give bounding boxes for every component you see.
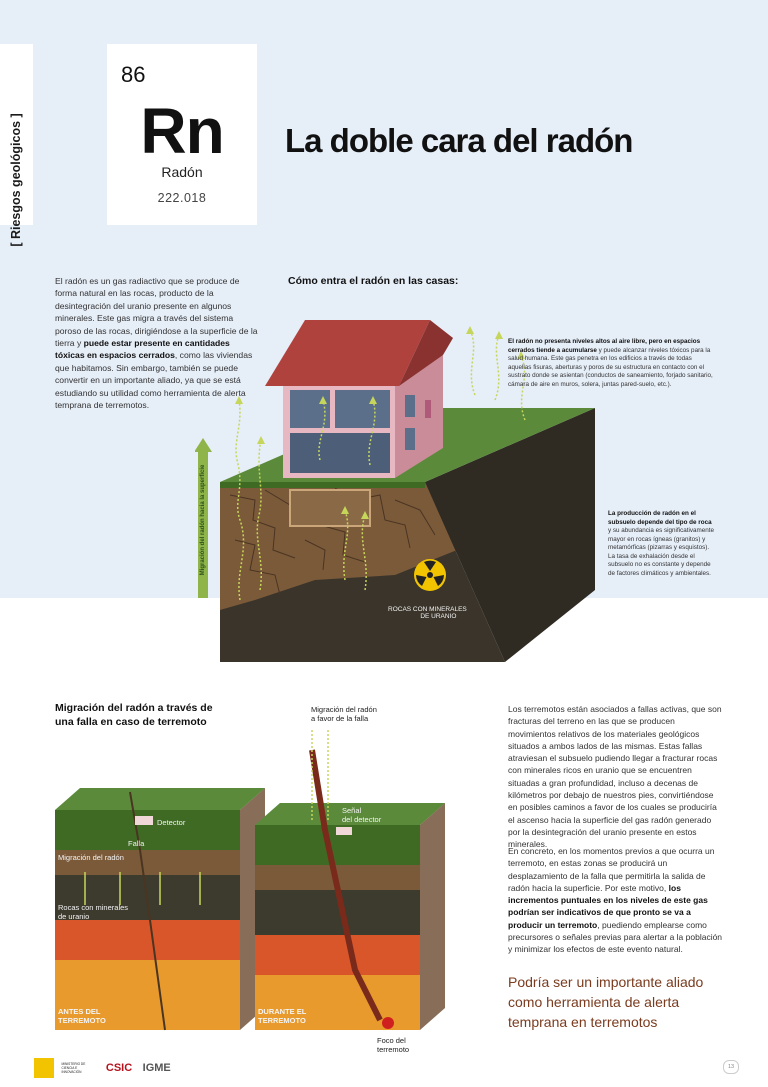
periodic-element-card: 86 Rn Radón 222.018 [107,44,257,225]
intro-text-bold: puede estar presente en cantidades tóxic… [55,338,230,361]
fault-label: Falla [128,839,145,848]
fault-top-label-2: a favor de la falla [311,714,369,723]
arrows-before [84,872,201,905]
fault-section-title: Migración del radón a través de una fall… [55,701,213,729]
cracked-rock-layer [220,482,457,610]
house-note-1-text: y puede alcanzar niveles tóxicos para la… [508,346,713,388]
body-p2-bold: los incrementos puntuales en los niveles… [508,882,708,930]
basement [289,489,371,527]
migration-vertical-label: Migración del radón hacia la superficie [200,464,206,576]
house-note-1-bold: El radón no presenta niveles altos al ai… [508,338,701,354]
house-section-title: Cómo entra el radón en las casas: [288,275,459,287]
before-label-1: ANTES DEL [58,1007,101,1016]
signal-label-2: del detector [342,815,382,824]
house-note-2-text: y su abundancia es significativamente ma… [608,527,715,577]
block-during [255,730,445,1030]
focus-label-1: Foco del [377,1036,406,1045]
igme-logo: IGME [142,1062,171,1074]
migration-arrow [198,450,208,598]
body-paragraph-1: Los terremotos están asociados a fallas … [508,704,722,850]
during-label: DURANTE EL TERREMOTO [258,1007,306,1025]
atomic-number: 86 [121,62,146,87]
intro-paragraph: El radón es un gas radiactivo que se pro… [55,275,260,411]
during-label-1: DURANTE EL [258,1007,307,1016]
soil-right [425,408,595,662]
fault-title-line-1: Migración del radón a través de [55,702,213,714]
fault-illustration [55,730,445,1031]
radiation-icon [414,559,446,591]
house-note-2-bold: La producción de radón en el subsuelo de… [608,510,712,526]
arrows-during [311,730,329,820]
section-tag: [ Riesgos geológicos ] [9,113,23,247]
section-tab: [ Riesgos geológicos ] [0,44,33,247]
rocks-label-1: Rocas con minerales [58,903,129,912]
focus-label: Foco del terremoto [377,1036,409,1054]
focus-label-2: terremoto [377,1045,410,1054]
fault-top-label-1: Migración del radón [311,705,377,714]
footer-logos: MINISTERIO DE CIENCIA E INNOVACIÓN CSIC … [34,1058,171,1080]
block-before [55,788,265,1031]
rocks-label-2: de uranio [58,912,90,921]
house-note-2: La producción de radón en el subsuelo de… [608,510,716,578]
roof [265,320,430,386]
during-label-2: TERREMOTO [258,1016,306,1025]
rocks-label: Rocas con minerales de uranio [58,903,128,921]
migration-label: Migración del radón [58,853,124,862]
house-illustration [195,320,595,662]
body-p2-end: , puediendo emplearse como precursores o… [508,919,723,955]
rock-label-line-1: ROCAS CON MINERALES [388,606,467,613]
detector-label: Detector [157,818,186,827]
ministry-logo [34,1058,54,1078]
page-number: 13 [723,1060,739,1074]
pull-quote: Podría ser un importante aliado como her… [508,974,704,1030]
signal-label-1: Señal [342,806,362,815]
ministry-label: MINISTERIO DE CIENCIA E INNOVACIÓN [61,1062,86,1074]
atomic-mass: 222.018 [157,191,207,205]
before-label-2: TERREMOTO [58,1016,106,1025]
body-p2-start: En concreto, en los momentos previos a q… [508,846,715,893]
intro-text-2: , como las viviendas que habitamos. Sin … [55,350,253,411]
fault-title-line-2: una falla en caso de terremoto [55,716,207,728]
element-name: Radón [161,164,203,180]
rock-label: ROCAS CON MINERALES DE URANIO [388,606,467,620]
house-note-1: El radón no presenta niveles altos al ai… [508,338,713,389]
fault-top-label: Migración del radón a favor de la falla [311,705,377,723]
body-paragraph-2: En concreto, en los momentos previos a q… [508,845,723,956]
before-label: ANTES DEL TERREMOTO [58,1007,106,1025]
radon-arrows [235,329,526,601]
csic-logo: CSIC [105,1062,133,1074]
rock-label-line-2: DE URANIO [420,613,457,620]
page-title: La doble cara del radón [285,122,633,159]
signal-label: Señal del detector [342,806,381,824]
element-symbol: Rn [140,95,224,167]
intro-text-1: El radón es un gas radiactivo que se pro… [55,276,258,349]
